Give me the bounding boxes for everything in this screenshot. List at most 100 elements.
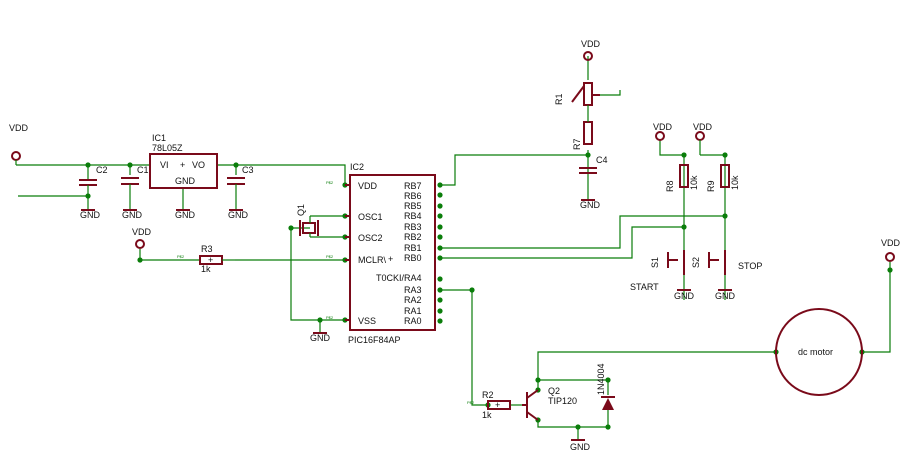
vdd-symbol-r9: VDD	[693, 122, 713, 155]
potentiometer-r1: R1	[554, 82, 600, 122]
svg-text:+: +	[208, 255, 213, 265]
svg-text:GND: GND	[674, 291, 695, 301]
svg-text:STOP: STOP	[738, 261, 762, 271]
transistor-q2: Q2 TIP120	[522, 386, 577, 421]
switch-s1: S1 START	[630, 250, 685, 292]
ic1-gnd: GND	[175, 176, 196, 186]
svg-text:R7: R7	[572, 138, 582, 150]
svg-text:+: +	[388, 254, 393, 264]
svg-text:OSC2: OSC2	[358, 233, 383, 243]
svg-text:GND: GND	[570, 442, 591, 452]
pin-tags: P$2 P$2 P$2 P$2 P$2	[177, 180, 475, 405]
switch-s2: S2 STOP	[691, 250, 762, 275]
svg-text:R9: R9	[706, 180, 716, 192]
capacitor-c2: C2	[79, 165, 108, 196]
vdd-label: VDD	[581, 39, 601, 49]
resistor-r7: R7	[572, 121, 593, 150]
microcontroller-ic2: IC2 PIC16F84AP VDD OSC1 OSC2 MCLR\ VSS R…	[345, 162, 436, 345]
motor-dc: dc motor	[775, 308, 863, 396]
resistor-r8: R8 10k	[665, 164, 699, 192]
vdd-symbol-r8: VDD	[653, 122, 673, 141]
svg-text:RB3: RB3	[404, 222, 422, 232]
svg-text:P$2: P$2	[326, 180, 334, 185]
svg-text:+: +	[495, 400, 500, 410]
svg-text:RB2: RB2	[404, 232, 422, 242]
svg-text:C4: C4	[596, 155, 608, 165]
ic2-right-pin-dots	[437, 182, 443, 324]
svg-text:RB5: RB5	[404, 201, 422, 211]
vdd-symbol-mclr: VDD	[132, 227, 152, 249]
gnd-symbols	[81, 199, 732, 441]
svg-text:C3: C3	[242, 165, 254, 175]
ic1-name: IC1	[152, 133, 166, 143]
svg-text:1N4004: 1N4004	[596, 363, 606, 395]
ic1-vo: VO	[192, 160, 205, 170]
vdd-label: VDD	[132, 227, 152, 237]
svg-text:TIP120: TIP120	[548, 396, 577, 406]
svg-text:R2: R2	[482, 390, 494, 400]
resistor-r2: R2 1k +	[482, 390, 511, 420]
svg-text:RA1: RA1	[404, 306, 422, 316]
svg-text:1k: 1k	[482, 410, 492, 420]
capacitor-c1: C1	[121, 165, 149, 190]
vdd-label: VDD	[693, 122, 713, 132]
wires	[16, 56, 891, 440]
vdd-label: VDD	[881, 238, 901, 248]
svg-text:R3: R3	[201, 244, 213, 254]
svg-text:GND: GND	[80, 210, 101, 220]
vdd-symbol-input: VDD	[9, 123, 29, 165]
svg-text:10k: 10k	[689, 175, 699, 190]
svg-text:10k: 10k	[730, 175, 740, 190]
vdd-symbol-motor: VDD	[881, 238, 901, 262]
svg-text:RA2: RA2	[404, 295, 422, 305]
vdd-label: VDD	[653, 122, 673, 132]
resistor-r3: R3 1k +	[199, 244, 235, 274]
capacitor-c3: C3	[227, 165, 254, 190]
svg-text:RB4: RB4	[404, 211, 422, 221]
svg-text:MCLR\: MCLR\	[358, 255, 387, 265]
svg-text:RA0: RA0	[404, 316, 422, 326]
regulator-ic1: IC1 78L05Z VI VO GND +	[149, 133, 218, 189]
svg-text:+: +	[180, 160, 185, 170]
ic2-value: PIC16F84AP	[348, 335, 401, 345]
svg-text:1k: 1k	[201, 264, 211, 274]
svg-text:dc motor: dc motor	[798, 347, 833, 357]
svg-text:VSS: VSS	[358, 316, 376, 326]
svg-text:GND: GND	[580, 200, 601, 210]
resistor-r9: R9 10k	[706, 164, 740, 192]
svg-text:GND: GND	[228, 210, 249, 220]
svg-text:RB0: RB0	[404, 253, 422, 263]
svg-text:P$2: P$2	[326, 254, 334, 259]
junction-dots	[85, 152, 893, 430]
svg-text:S2: S2	[691, 257, 701, 268]
capacitor-c4: C4	[579, 155, 608, 174]
svg-text:P$2: P$2	[177, 254, 185, 259]
ic1-value: 78L05Z	[152, 143, 183, 153]
svg-text:GND: GND	[715, 291, 736, 301]
svg-text:RB1: RB1	[404, 243, 422, 253]
svg-text:GND: GND	[175, 210, 196, 220]
svg-text:C1: C1	[137, 165, 149, 175]
svg-text:P$2: P$2	[326, 315, 334, 320]
svg-text:RB7: RB7	[404, 181, 422, 191]
vdd-label: VDD	[9, 123, 29, 133]
svg-text:Q1: Q1	[296, 204, 306, 216]
svg-text:P$2: P$2	[467, 400, 475, 405]
svg-text:R1: R1	[554, 93, 564, 105]
diode-1n4004: 1N4004	[596, 363, 615, 410]
svg-text:S1: S1	[650, 257, 660, 268]
svg-text:C2: C2	[96, 165, 108, 175]
svg-text:RA3: RA3	[404, 285, 422, 295]
svg-text:OSC1: OSC1	[358, 212, 383, 222]
crystal-q1: Q1	[296, 204, 319, 237]
svg-text:R8: R8	[665, 180, 675, 192]
ic2-name: IC2	[350, 162, 364, 172]
gnd-labels: GND GND GND GND GND GND GND GND GND	[80, 200, 736, 452]
svg-text:GND: GND	[310, 333, 331, 343]
svg-text:VDD: VDD	[358, 181, 378, 191]
svg-text:START: START	[630, 282, 659, 292]
svg-text:RB6: RB6	[404, 191, 422, 201]
svg-text:T0CKI/RA4: T0CKI/RA4	[376, 273, 422, 283]
svg-text:Q2: Q2	[548, 386, 560, 396]
